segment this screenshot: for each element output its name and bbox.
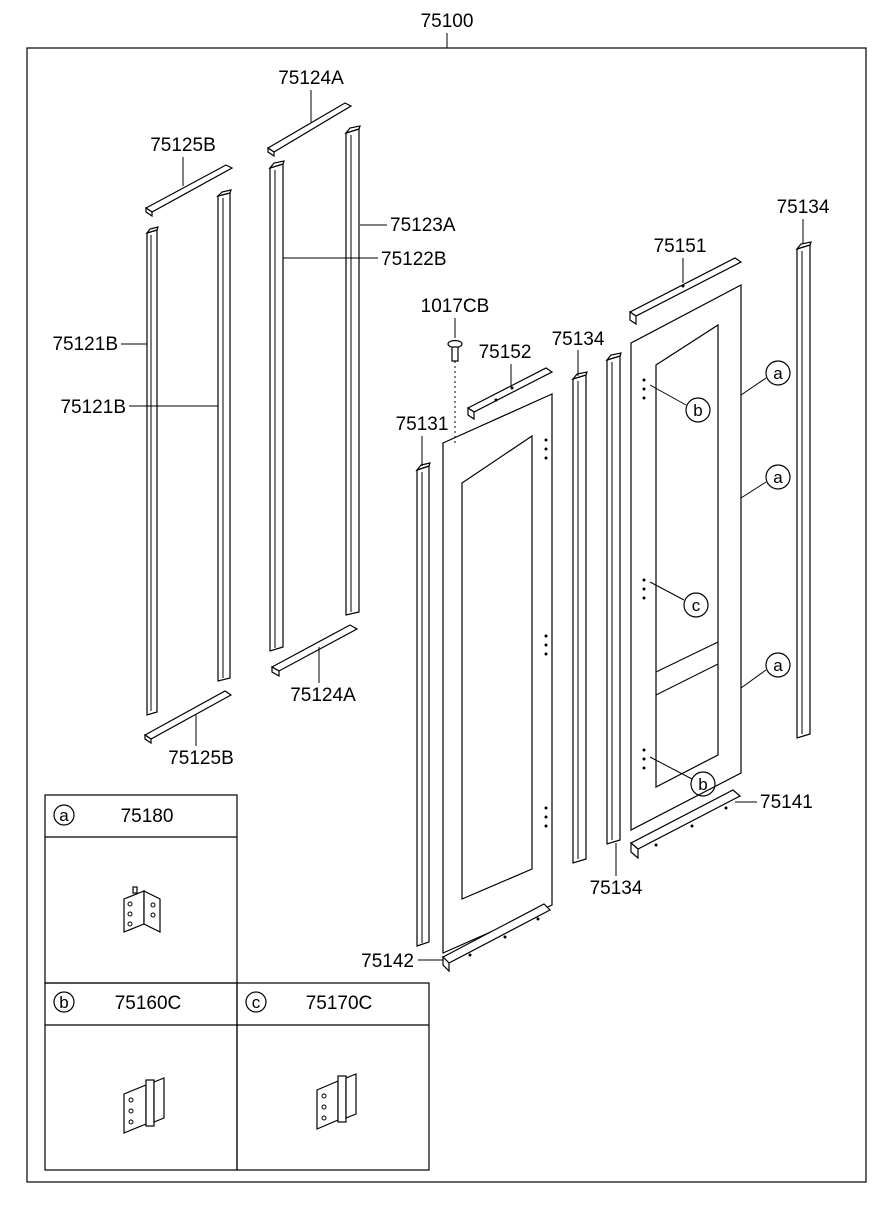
bracket-75152[interactable]: [466, 367, 554, 421]
cap-75125B-bottom[interactable]: [143, 690, 233, 745]
label-75141: 75141: [760, 792, 813, 813]
label-75124A-top: 75124A: [278, 68, 344, 89]
rail-75122B[interactable]: [268, 160, 285, 652]
callout-a-3: a: [740, 652, 791, 689]
cap-75124A-top[interactable]: [266, 102, 353, 158]
door-panel-right[interactable]: [630, 284, 742, 831]
legend-c-part: 75170C: [306, 993, 373, 1014]
svg-text:c: c: [692, 596, 701, 615]
assembly-number: 75100: [421, 11, 474, 32]
cap-75125B-top[interactable]: [144, 164, 234, 218]
hinge-75180-icon: [123, 886, 161, 933]
svg-text:b: b: [698, 775, 707, 794]
callout-b-2: b: [649, 756, 716, 797]
rail-75121B-left[interactable]: [145, 226, 159, 716]
label-75134-bottom: 75134: [590, 878, 643, 899]
legend-c-letter: c: [252, 993, 261, 1012]
label-75123A: 75123A: [390, 215, 456, 236]
legend-a-part: 75180: [121, 806, 174, 827]
legend-b-part: 75160C: [115, 993, 182, 1014]
trim-75134-mid[interactable]: [571, 371, 588, 864]
label-75152: 75152: [479, 342, 532, 363]
screw-1017CB[interactable]: [447, 339, 463, 362]
label-75124A-bottom: 75124A: [290, 685, 356, 706]
label-1017CB: 1017CB: [421, 296, 490, 317]
legend-box-b: b 75160C: [44, 982, 238, 1171]
label-75151: 75151: [654, 236, 707, 257]
bracket-75142[interactable]: [441, 903, 552, 973]
svg-text:a: a: [773, 468, 783, 487]
callout-c-1: c: [649, 581, 709, 618]
label-75125B-top: 75125B: [150, 135, 216, 156]
label-75131: 75131: [396, 414, 449, 435]
legend-box-c: c 75170C: [236, 982, 430, 1171]
legend-b-letter: b: [59, 993, 68, 1012]
label-75134-mid: 75134: [552, 329, 605, 350]
trim-75134-right[interactable]: [795, 241, 812, 739]
svg-text:a: a: [773, 364, 783, 383]
label-75125B-bottom: 75125B: [168, 748, 234, 769]
label-75142: 75142: [361, 951, 414, 972]
hinge-75170C-icon: [316, 1073, 357, 1130]
callout-a-1: a: [740, 360, 791, 396]
callout-a-2: a: [740, 464, 791, 499]
bracket-75141[interactable]: [629, 789, 742, 860]
svg-text:b: b: [693, 401, 702, 420]
rail-75123A[interactable]: [344, 125, 361, 616]
label-75121B-1: 75121B: [52, 334, 118, 355]
rail-75121B-right[interactable]: [216, 189, 232, 682]
legend-box-a: a 75180: [44, 794, 238, 984]
bracket-75151[interactable]: [628, 257, 743, 326]
trim-75131[interactable]: [415, 462, 431, 947]
cap-75124A-bottom[interactable]: [270, 624, 359, 678]
svg-text:a: a: [773, 656, 783, 675]
label-75122B: 75122B: [381, 249, 447, 270]
callout-b-1: b: [649, 384, 711, 423]
label-75121B-2: 75121B: [60, 397, 126, 418]
assembly-frame: [26, 47, 867, 1183]
trim-75134-bottom[interactable]: [605, 352, 622, 845]
hinge-75160C-icon: [123, 1077, 165, 1134]
door-panel-75131[interactable]: [442, 393, 553, 954]
label-75134-right: 75134: [777, 197, 830, 218]
legend-a-letter: a: [59, 806, 69, 825]
